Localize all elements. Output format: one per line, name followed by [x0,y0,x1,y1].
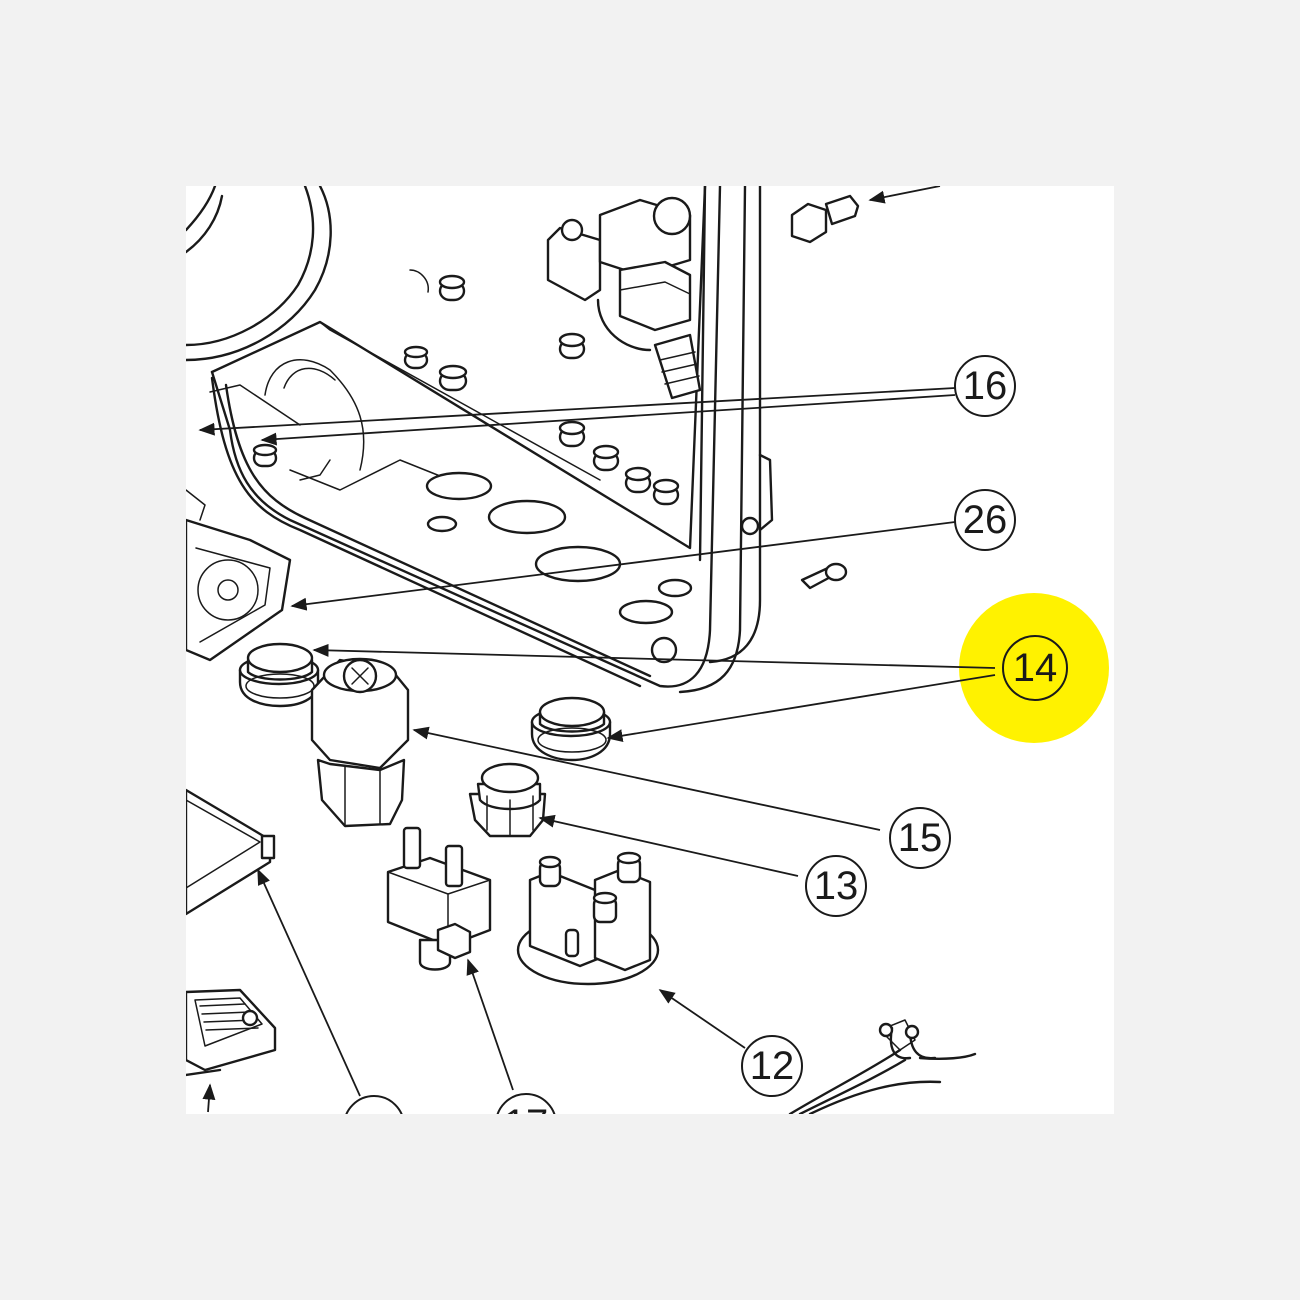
connector-part-15 [310,657,410,828]
drawing: 16 26 15 13 12 17 [186,186,1016,1146]
grommet-right [530,696,612,762]
callout-15-label: 15 [898,816,943,860]
leader-lines [198,387,996,1113]
callout-16: 16 [954,355,1016,417]
switch-part-17 [386,826,492,971]
callout-13-label: 13 [814,864,859,908]
standoffs [252,274,680,506]
callout-12-label: 12 [750,1044,795,1088]
bolt-top-right [790,186,941,244]
callout-17: 17 [496,1093,556,1146]
callout-14-label: 14 [1013,646,1058,690]
callout-17-label: 17 [504,1102,549,1146]
callout-12: 12 [741,1035,803,1097]
main-housing [209,186,774,694]
fan-assembly [186,489,292,662]
relay-part-12 [516,851,660,986]
callout-partial-left [345,1095,403,1114]
wire-harness [788,1019,977,1114]
callout-16-label: 16 [963,364,1008,408]
callout-26-label: 26 [963,498,1008,542]
callout-26: 26 [954,489,1016,551]
circuit-board [186,788,276,916]
callout-14: 14 [1002,635,1068,701]
callout-15: 15 [889,807,951,869]
motor-housing [186,186,429,362]
control-module [186,988,277,1077]
valve-bracket [546,196,702,400]
callout-13: 13 [805,855,867,917]
highlight-marker [959,593,1109,743]
nut-part-13 [468,762,547,838]
grommet-left [238,642,320,708]
screw [800,562,848,590]
